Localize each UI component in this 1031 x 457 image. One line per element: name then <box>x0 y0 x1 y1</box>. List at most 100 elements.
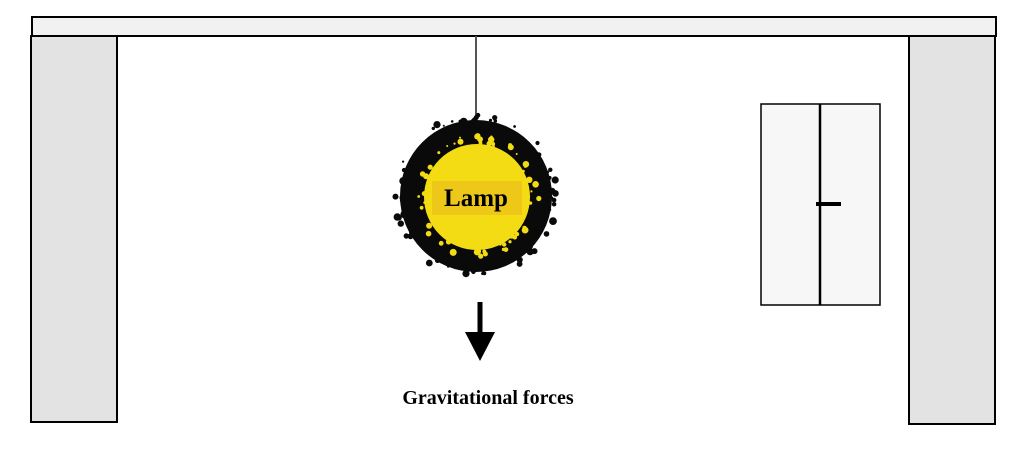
glow-speck <box>536 195 542 202</box>
glow-speck <box>478 141 483 145</box>
soot-speck <box>528 241 532 244</box>
soot-speck <box>406 173 410 177</box>
right-wall <box>908 35 996 425</box>
glow-speck <box>515 153 518 155</box>
soot-speck <box>435 138 439 142</box>
glow-speck <box>457 138 464 145</box>
soot-speck <box>414 158 421 165</box>
soot-speck <box>439 129 446 136</box>
soot-speck <box>463 124 466 127</box>
glow-speck <box>478 253 484 259</box>
lamp: Lamp <box>392 112 559 278</box>
soot-speck <box>420 237 427 244</box>
soot-speck <box>552 190 559 197</box>
soot-speck <box>551 201 557 207</box>
soot-speck <box>530 152 533 155</box>
soot-speck <box>435 132 439 135</box>
glow-speck <box>501 247 506 252</box>
soot-speck <box>528 148 533 152</box>
soot-speck <box>550 196 554 200</box>
soot-speck <box>476 261 480 266</box>
soot-speck <box>529 145 533 149</box>
glow-speck <box>508 240 512 244</box>
soot-speck <box>397 214 400 217</box>
soot-speck <box>473 265 479 271</box>
glow-speck <box>446 145 449 147</box>
soot-speck <box>546 170 550 174</box>
glow-speck <box>521 226 529 234</box>
soot-speck <box>393 213 401 221</box>
soot-speck <box>484 123 489 128</box>
soot-speck <box>549 217 557 226</box>
soot-speck <box>419 148 422 152</box>
soot-speck <box>402 160 405 163</box>
glow-speck <box>453 142 456 145</box>
glow-speck <box>507 144 514 151</box>
soot-speck <box>513 125 516 128</box>
soot-speck <box>476 126 482 132</box>
soot-speck <box>537 152 542 157</box>
soot-speck <box>392 193 399 200</box>
soot-speck <box>493 119 498 123</box>
glow-speck <box>474 133 481 139</box>
soot-speck <box>530 240 536 245</box>
soot-speck <box>522 139 526 143</box>
soot-speck <box>403 233 409 239</box>
gravity-arrow <box>465 302 495 361</box>
soot-speck <box>447 265 450 268</box>
soot-speck <box>547 175 552 180</box>
soot-speck <box>429 244 437 252</box>
glow-speck <box>426 222 433 229</box>
soot-speck <box>516 247 521 252</box>
soot-speck <box>464 126 470 132</box>
soot-speck <box>404 208 412 215</box>
soot-speck <box>410 163 416 170</box>
soot-speck <box>500 260 506 267</box>
glow-speck <box>438 240 444 246</box>
soot-speck <box>482 271 487 276</box>
soot-speck <box>488 263 495 270</box>
soot-speck <box>412 229 419 237</box>
soot-speck <box>442 252 445 256</box>
soot-speck <box>459 258 465 263</box>
soot-speck <box>551 197 557 203</box>
soot-speck <box>545 233 549 237</box>
glow-speck <box>449 248 457 256</box>
soot-speck <box>406 167 409 171</box>
gravitational-forces-label: Gravitational forces <box>402 387 573 409</box>
soot-speck <box>450 120 454 123</box>
glow-speck <box>523 164 528 168</box>
soot-speck <box>397 220 404 227</box>
soot-speck <box>448 258 454 264</box>
soot-speck <box>418 145 421 149</box>
soot-speck <box>459 117 468 126</box>
soot-speck <box>548 167 553 172</box>
soot-speck <box>544 204 549 209</box>
soot-speck <box>487 266 490 269</box>
soot-speck <box>542 173 547 179</box>
glow-speck <box>437 151 441 155</box>
soot-speck <box>433 250 440 257</box>
glow-speck <box>486 140 492 147</box>
glow-speck <box>514 231 520 237</box>
glow-speck <box>512 235 518 240</box>
soot-speck <box>470 119 476 125</box>
ceiling-beam <box>31 16 997 37</box>
soot-speck <box>425 141 429 146</box>
soot-speck <box>425 259 433 267</box>
glow-speck <box>491 142 496 146</box>
glow-speck <box>459 136 461 139</box>
soot-speck <box>462 264 467 269</box>
soot-speck <box>547 207 552 212</box>
lamp-label: Lamp <box>444 185 508 212</box>
double-door <box>760 103 881 306</box>
glow-speck <box>427 164 433 170</box>
glow-speck <box>535 183 539 187</box>
soot-speck <box>481 262 489 270</box>
soot-speck <box>523 243 531 251</box>
soot-speck <box>516 256 523 263</box>
left-wall <box>30 35 118 423</box>
glow-speck <box>482 251 488 257</box>
soot-speck <box>535 140 540 146</box>
